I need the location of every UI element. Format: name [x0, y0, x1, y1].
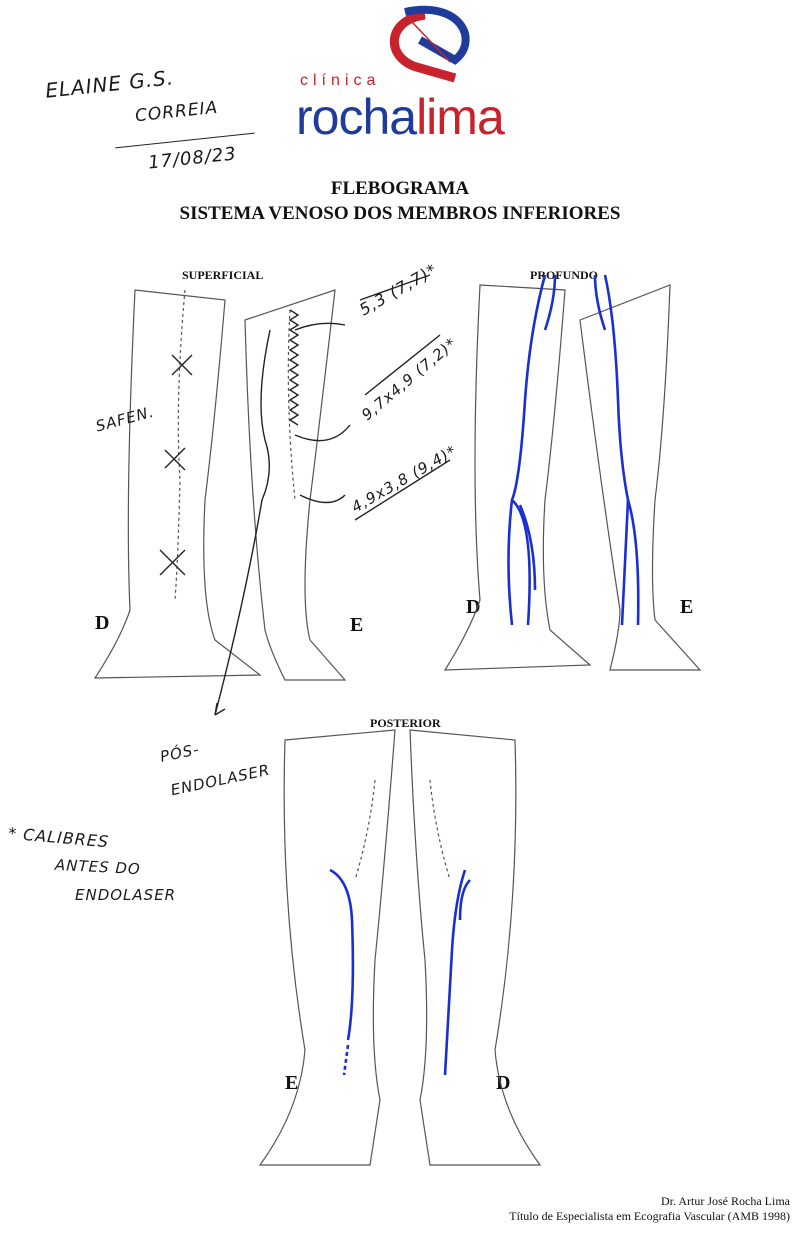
- logo-name-red: lima: [416, 89, 505, 145]
- logo-name-blue: rocha: [296, 89, 417, 145]
- subtitle: SISTEMA VENOSO DOS MEMBROS INFERIORES: [179, 203, 621, 224]
- posterior-e: E: [285, 1072, 299, 1094]
- profundo-legs: [443, 284, 702, 671]
- doctor-name: Dr. Artur José Rocha Lima: [661, 1194, 790, 1208]
- profundo-d: D: [466, 596, 481, 618]
- label-profundo: PROFUNDO: [530, 268, 598, 282]
- label-superficial: SUPERFICIAL: [182, 268, 264, 282]
- superficial-legs: [93, 289, 347, 681]
- profundo-e: E: [680, 596, 694, 618]
- posterior-legs: [258, 729, 542, 1166]
- doctor-credential: Título de Especialista em Ecografia Vasc…: [509, 1209, 790, 1223]
- label-posterior: POSTERIOR: [370, 716, 441, 730]
- vein-markings: [329, 274, 640, 1076]
- annotation-strokes: [159, 274, 451, 716]
- title: FLEBOGRAMA: [330, 178, 470, 199]
- superficial-e: E: [350, 614, 364, 636]
- superficial-d: D: [95, 612, 110, 634]
- note-line3: ENDOLASER: [75, 886, 177, 904]
- logo-prefix: clínica: [300, 72, 381, 89]
